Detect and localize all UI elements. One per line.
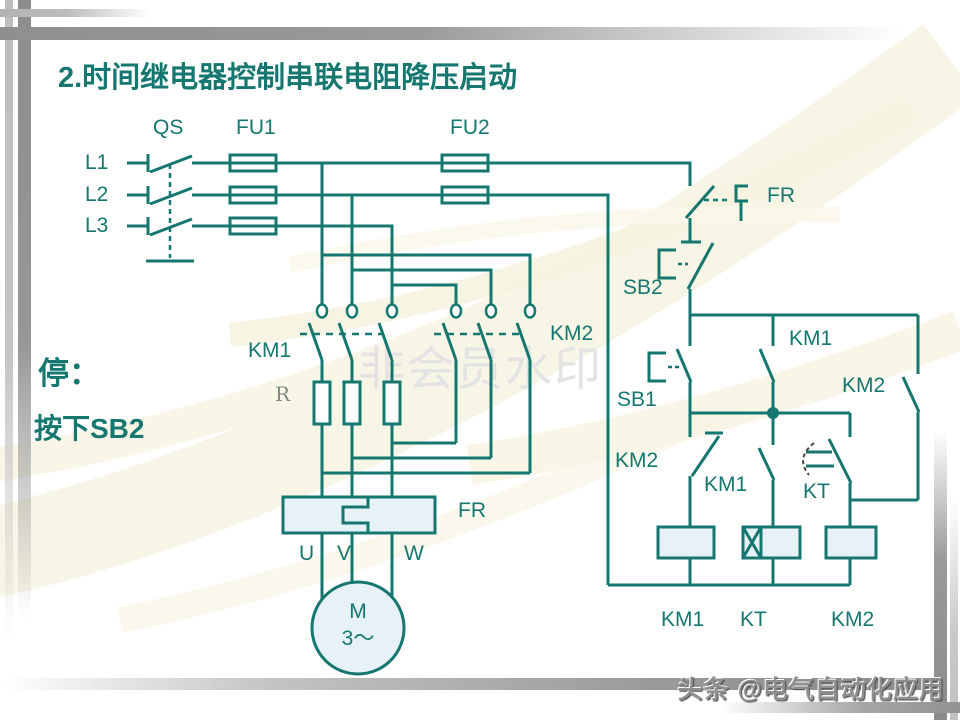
label-l2: L2 — [85, 183, 109, 206]
page-title: 2.时间继电器控制串联电阻降压启动 — [58, 62, 518, 94]
km1-main-contacts — [300, 303, 399, 382]
label-fu2: FU2 — [450, 116, 490, 139]
fu2-fuses — [440, 153, 490, 205]
frame-left-bar-outer — [5, 0, 13, 640]
label-km2-main: KM2 — [550, 322, 594, 345]
frame-right-bar-inner — [934, 430, 947, 720]
resistor-bank — [312, 380, 402, 473]
label-terminal-w: W — [404, 542, 424, 565]
power-lines — [127, 161, 692, 585]
label-km2-holding: KM2 — [842, 374, 886, 397]
km2-holding-contact — [850, 315, 921, 502]
bottom-watermark: 头条 @电气自动化应用 — [677, 676, 945, 704]
km1-no-contact — [757, 413, 776, 527]
label-km1-main: KM1 — [248, 339, 292, 362]
kt-delay-contact — [802, 413, 853, 527]
km2-coil — [824, 525, 878, 560]
frame-bottom-bar-upper — [0, 678, 936, 690]
frame-top-bar-lower — [0, 27, 930, 40]
frame-bottom-bar-lower — [720, 702, 960, 713]
fu1-fuses — [228, 153, 278, 236]
label-fr-power: FR — [458, 499, 486, 522]
label-km1-coil: KM1 — [661, 608, 705, 631]
label-fu1: FU1 — [236, 116, 276, 139]
label-l3: L3 — [85, 214, 109, 237]
label-qs: QS — [153, 116, 184, 139]
frame-right-bar-outer — [950, 500, 958, 720]
fr-nc-contact — [684, 184, 748, 242]
label-fr-control: FR — [767, 184, 795, 207]
km1-coil — [656, 525, 716, 560]
label-resistor: R — [275, 382, 291, 406]
stop-note-line1: 停： — [38, 356, 100, 391]
sb2-stop-button — [657, 240, 715, 315]
label-km1-aux: KM1 — [789, 327, 833, 350]
kt-coil — [741, 525, 802, 560]
label-motor-phases: 3～ — [341, 627, 375, 650]
km2-main-contacts — [320, 303, 537, 497]
fr-thermal-element — [281, 495, 437, 601]
stop-note-line2: 按下SB2 — [34, 413, 145, 444]
frame-top-bar-upper — [0, 9, 150, 17]
label-terminal-u: U — [299, 542, 315, 565]
frame-left-bar-inner — [18, 0, 31, 620]
motor — [310, 580, 406, 676]
label-km1-no: KM1 — [704, 473, 748, 496]
label-km2-nc: KM2 — [615, 449, 659, 472]
label-kt-contact: KT — [803, 480, 830, 503]
junction-line — [690, 407, 850, 419]
label-l1: L1 — [85, 151, 109, 174]
sb1-start-button — [647, 315, 693, 413]
label-sb1: SB1 — [617, 388, 657, 411]
label-motor-m: M — [349, 600, 367, 623]
bottom-bus — [608, 558, 852, 587]
label-kt-coil: KT — [740, 608, 767, 631]
label-terminal-v: V — [337, 542, 352, 565]
qs-switch — [146, 154, 194, 263]
label-sb2: SB2 — [623, 276, 663, 299]
label-km2-coil: KM2 — [831, 608, 875, 631]
km2-nc-contact — [688, 413, 723, 527]
km1-aux-contact — [758, 315, 776, 413]
